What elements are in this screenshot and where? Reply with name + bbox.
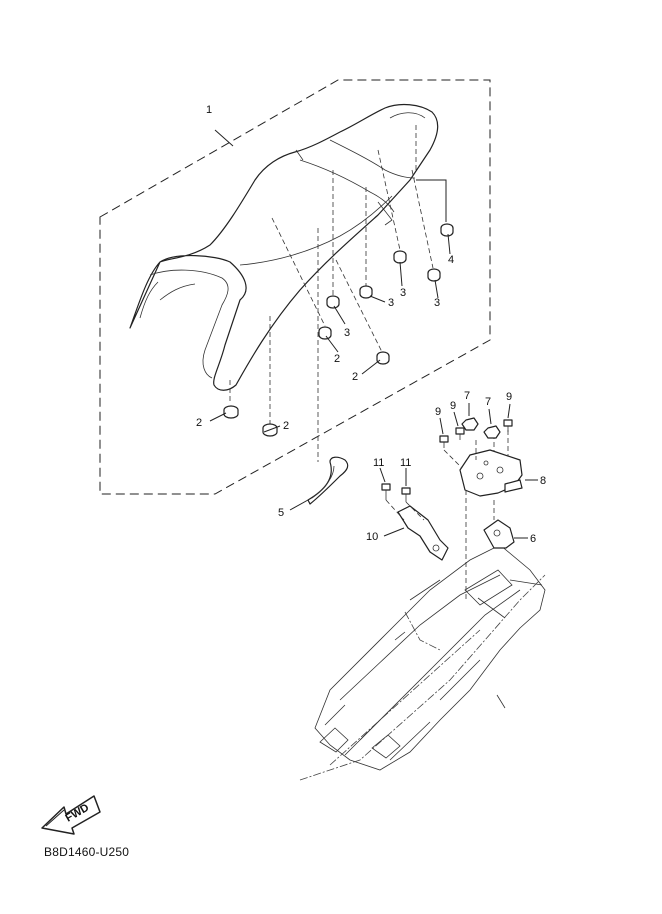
diagram-code: B8D1460-U250: [44, 845, 130, 859]
seat-assembly-boundary: [99, 79, 491, 495]
callout-5: 5: [278, 507, 284, 519]
callout-7: 7: [464, 390, 470, 402]
grommet-2-c: [318, 326, 332, 340]
grommet-3-d: [427, 268, 441, 282]
callout-1: 1: [206, 104, 212, 116]
callout-9: 9: [506, 391, 512, 403]
nut-7-a: [461, 417, 479, 431]
callout-9: 9: [450, 400, 456, 412]
grommet-3-a: [326, 295, 340, 309]
callout-3: 3: [400, 287, 406, 299]
grommet-3-c: [393, 250, 407, 264]
callout-3: 3: [388, 297, 394, 309]
callout-2: 2: [196, 417, 202, 429]
grommet-4: [440, 223, 454, 237]
nut-7-b: [483, 425, 501, 439]
bolt-9-c: [503, 419, 513, 432]
callout-2: 2: [352, 371, 358, 383]
callout-2: 2: [283, 420, 289, 432]
callout-8: 8: [540, 475, 546, 487]
callout-4: 4: [448, 254, 454, 266]
bracket-8: [459, 449, 523, 497]
grommet-2-b: [262, 423, 278, 437]
callout-3: 3: [434, 297, 440, 309]
screw-11-a: [381, 483, 391, 500]
callout-3: 3: [344, 327, 350, 339]
callout-10: 10: [366, 531, 378, 543]
strap-5: [307, 456, 349, 505]
callout-7: 7: [485, 396, 491, 408]
grommet-2-a: [223, 405, 239, 419]
callout-6: 6: [530, 533, 536, 545]
fwd-arrow-icon: [41, 795, 101, 835]
grommet-3-b: [359, 285, 373, 299]
callout-11: 11: [400, 457, 411, 469]
seat: [129, 103, 439, 391]
grommet-2-d: [376, 351, 390, 365]
frame: [299, 544, 546, 781]
screw-11-b: [401, 487, 411, 502]
lock-6: [483, 519, 515, 549]
callout-11: 11: [373, 457, 384, 469]
callout-2: 2: [334, 353, 340, 365]
bolt-9-b: [455, 427, 465, 440]
callout-9: 9: [435, 406, 441, 418]
bolt-9-a: [439, 435, 449, 448]
lever-10: [397, 505, 449, 561]
